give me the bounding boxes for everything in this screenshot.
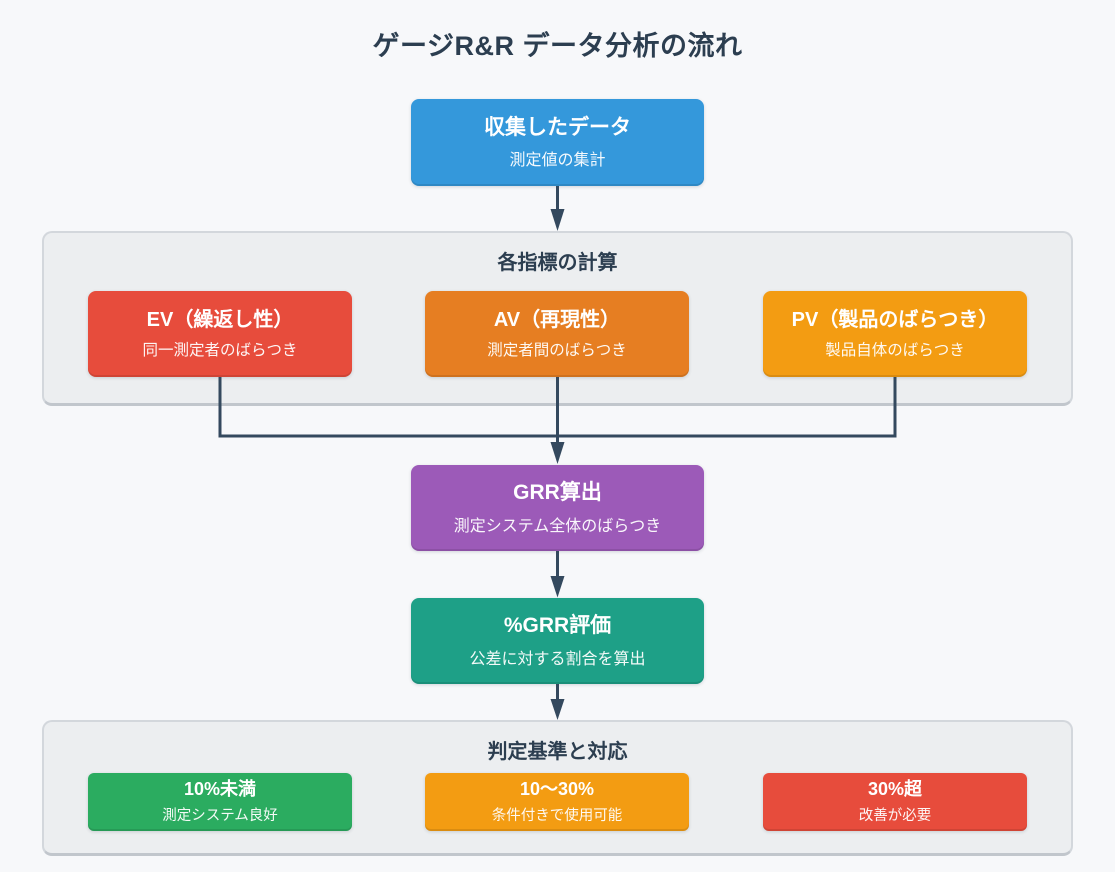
node-percent-grr-title: %GRR評価 (503, 614, 612, 638)
node-collected-data: 収集したデータ 測定値の集計 (411, 99, 704, 186)
node-grr-subtitle: 測定システム全体のばらつき (453, 517, 662, 535)
node-percent-grr-subtitle: 公差に対する割合を算出 (469, 650, 646, 668)
node-ev: EV（繰返し性） 同一測定者のばらつき (88, 291, 352, 377)
node-grr-title: GRR算出 (513, 481, 602, 505)
node-av-subtitle: 測定者間のばらつき (487, 342, 627, 359)
node-pv-subtitle: 製品自体のばらつき (825, 342, 965, 359)
node-av: AV（再現性） 測定者間のばらつき (425, 291, 689, 377)
node-collected-data-subtitle: 測定値の集計 (509, 152, 606, 170)
node-percent-grr: %GRR評価 公差に対する割合を算出 (411, 598, 704, 684)
node-over-30pct: 30%超 改善が必要 (763, 773, 1027, 831)
arrowhead-merge-to-grr (550, 442, 565, 464)
arrowhead-pgrr-to-judgement (550, 699, 565, 720)
page-title: ゲージR&R データ分析の流れ (372, 31, 743, 61)
arrowhead-grr-to-pgrr (550, 576, 565, 598)
node-ev-subtitle: 同一測定者のばらつき (142, 342, 298, 359)
arrowhead-collect-to-metrics (550, 209, 565, 231)
node-under-10pct-subtitle: 測定システム良好 (162, 807, 278, 824)
node-10-30pct-subtitle: 条件付きで使用可能 (491, 807, 623, 824)
node-grr: GRR算出 測定システム全体のばらつき (411, 465, 704, 551)
node-collected-data-title: 収集したデータ (484, 115, 631, 139)
node-ev-title: EV（繰返し性） (146, 309, 294, 331)
node-over-30pct-subtitle: 改善が必要 (858, 807, 932, 824)
node-pv: PV（製品のばらつき） 製品自体のばらつき (763, 291, 1027, 377)
node-10-30pct: 10〜30% 条件付きで使用可能 (425, 773, 689, 831)
node-10-30pct-title: 10〜30% (519, 779, 595, 800)
group-metrics-header: 各指標の計算 (497, 252, 618, 274)
node-under-10pct: 10%未満 測定システム良好 (88, 773, 352, 831)
node-pv-title: PV（製品のばらつき） (791, 309, 999, 331)
node-over-30pct-title: 30%超 (867, 779, 923, 800)
node-under-10pct-title: 10%未満 (183, 779, 257, 800)
node-av-title: AV（再現性） (493, 309, 621, 331)
group-judgement-header: 判定基準と対応 (487, 741, 628, 763)
